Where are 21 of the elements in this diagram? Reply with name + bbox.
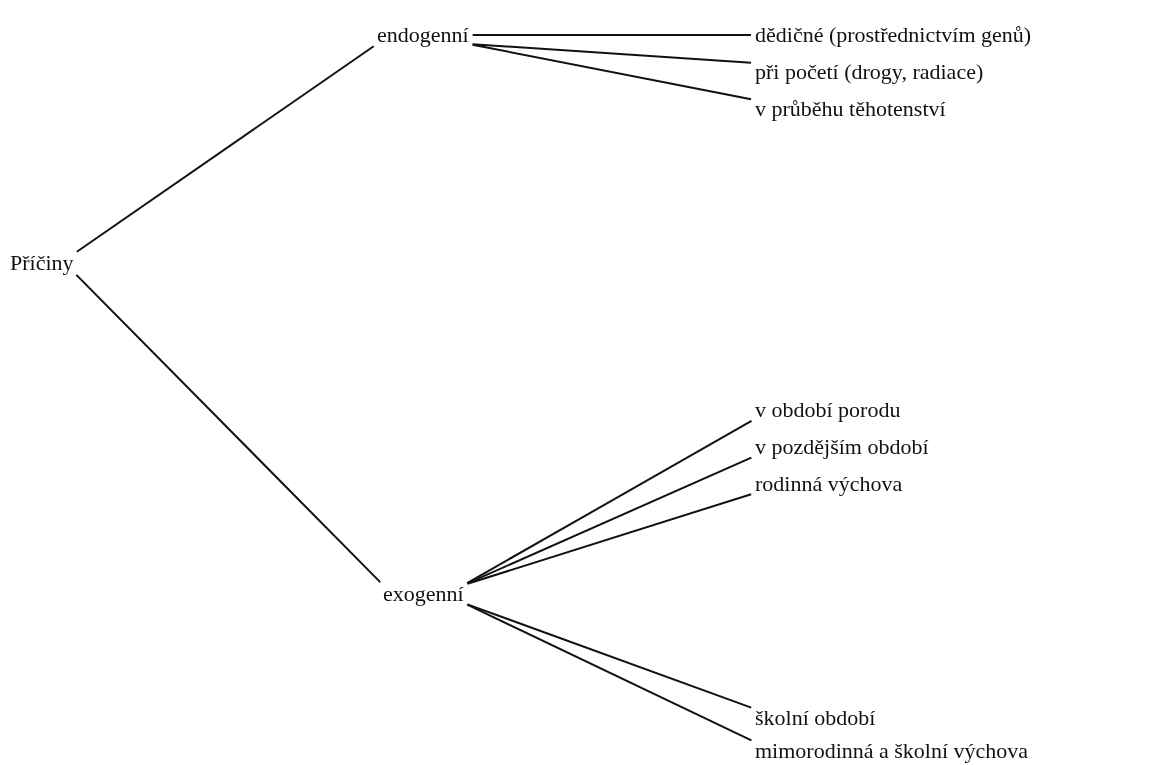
connector-line xyxy=(471,34,752,36)
connector-line xyxy=(471,43,752,64)
node-label: exogenní xyxy=(383,581,464,607)
connector-line xyxy=(466,493,753,585)
connector-line xyxy=(466,603,753,742)
node-label: Příčiny xyxy=(10,250,74,276)
node-label: rodinná výchova xyxy=(755,471,903,497)
node-label: endogenní xyxy=(377,22,469,48)
node-label: dědičné (prostřednictvím genů) xyxy=(755,22,1032,48)
connector-line xyxy=(75,45,375,253)
node-label: v průběhu těhotenství xyxy=(755,96,946,122)
connector-line xyxy=(471,43,753,101)
node-label: mimorodinná a školní výchova xyxy=(755,738,1029,764)
node-label: v období porodu xyxy=(755,397,901,423)
node-label: školní období xyxy=(755,705,876,731)
connector-line xyxy=(466,420,753,584)
connector-line xyxy=(466,603,753,709)
connector-line xyxy=(466,456,753,585)
node-label: v pozdějším období xyxy=(755,434,929,460)
connector-line xyxy=(75,273,382,584)
node-label: při početí (drogy, radiace) xyxy=(755,59,984,85)
